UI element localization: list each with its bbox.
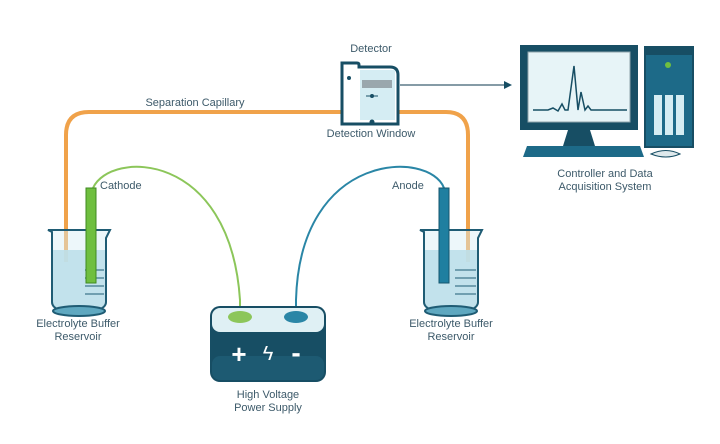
power-led [665, 62, 671, 68]
controller-label-line2: Acquisition System [558, 181, 652, 193]
right-buffer-reservoir [419, 187, 484, 317]
positive-terminal [228, 311, 252, 323]
lightning-bolt-icon: ϟ [262, 343, 274, 365]
cathode-wire [92, 165, 241, 312]
electropherogram-trace [533, 65, 627, 113]
power-supply [210, 306, 326, 382]
left-buffer-reservoir [47, 187, 112, 317]
computer-tower [644, 46, 694, 158]
detector-label: Detector [350, 43, 392, 55]
minus-icon: - [291, 337, 301, 368]
right-reservoir-label-line1: Electrolyte Buffer [409, 318, 493, 330]
arrow-head [504, 81, 512, 89]
power-supply-label-line1: High Voltage [236, 389, 300, 401]
controller-label-line1: Controller and Data [557, 168, 653, 180]
right-reservoir-label: Electrolyte Buffer Reservoir [395, 318, 507, 344]
mouse [649, 150, 682, 158]
detection-window-label: Detection Window [326, 128, 416, 140]
plus-icon: + [231, 339, 247, 369]
separation-capillary-label: Separation Capillary [145, 97, 245, 109]
right-reservoir-label-line2: Reservoir [427, 331, 475, 343]
monitor [520, 45, 644, 157]
left-reservoir-label-line1: Electrolyte Buffer [36, 318, 120, 330]
power-supply-label: High Voltage Power Supply [218, 389, 318, 415]
anode-electrode [438, 187, 450, 284]
power-supply-label-line2: Power Supply [234, 402, 302, 414]
cathode-electrode [85, 187, 97, 284]
detector [340, 61, 400, 126]
left-reservoir-label-line2: Reservoir [54, 331, 102, 343]
negative-terminal [284, 311, 308, 323]
anode-wire [295, 165, 445, 312]
controller-label: Controller and Data Acquisition System [530, 168, 680, 194]
anode-label: Anode [392, 180, 424, 192]
cathode-label: Cathode [100, 180, 142, 192]
separation-capillary [64, 110, 470, 262]
left-reservoir-label: Electrolyte Buffer Reservoir [22, 318, 134, 344]
